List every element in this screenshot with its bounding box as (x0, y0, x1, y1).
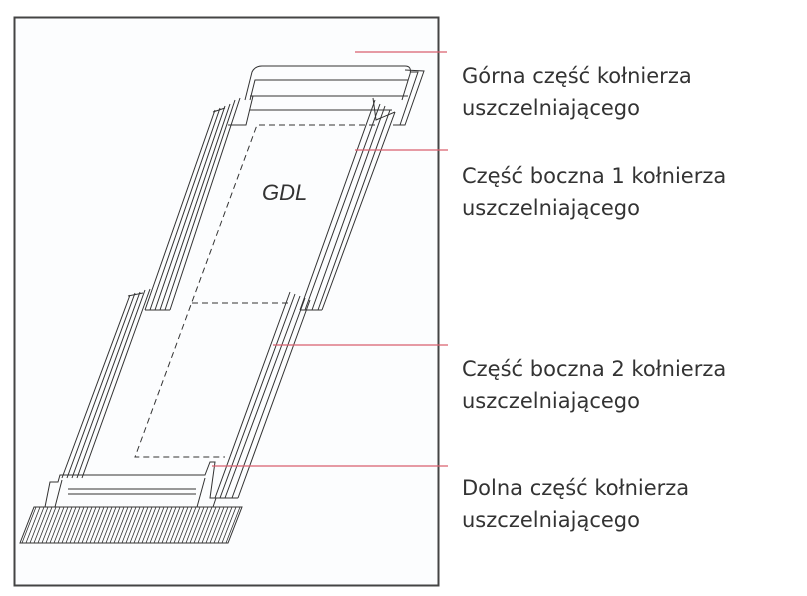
callout-side-1: Część boczna 1 kołnierza uszczelniająceg… (462, 160, 726, 224)
hatch-line (137, 506, 153, 544)
roof-tile-hatching (19, 506, 243, 544)
hatch-line (69, 506, 85, 544)
hatch-line (161, 506, 177, 544)
hatch-line (81, 506, 97, 544)
top-flashing-part (228, 65, 425, 126)
hatch-line (49, 506, 65, 544)
hatch-lines (21, 506, 241, 544)
hatch-line (89, 506, 105, 544)
hatch-line (153, 506, 169, 544)
side-flashing-part-right-1 (299, 97, 396, 311)
hatch-line (121, 506, 137, 544)
hatch-line (165, 506, 181, 544)
hatch-line (221, 506, 237, 544)
hatch-line (25, 506, 41, 544)
hatch-line (65, 506, 81, 544)
product-label: GDL (262, 180, 308, 205)
hatch-line (197, 506, 213, 544)
drawing-frame (13, 16, 440, 587)
hatch-line (157, 506, 173, 544)
hatch-line (145, 506, 161, 544)
hatch-line (73, 506, 89, 544)
hatch-line (117, 506, 133, 544)
hatch-line (209, 506, 225, 544)
hatch-line (129, 506, 145, 544)
hatch-line (185, 506, 201, 544)
hatch-line (21, 506, 37, 544)
hatch-line (53, 506, 69, 544)
callout-text: Dolna część kołnierza (462, 476, 690, 500)
hatch-line (37, 506, 53, 544)
side-flashing-part-left-lower (61, 288, 151, 479)
glazing-outline (134, 124, 375, 458)
hatch-line (141, 506, 157, 544)
hatch-line (225, 506, 241, 544)
hatch-line (85, 506, 101, 544)
hatch-line (173, 506, 189, 544)
hatch-line (77, 506, 93, 544)
hatch-line (181, 506, 197, 544)
hatch-line (201, 506, 217, 544)
hatch-line (97, 506, 113, 544)
hatch-line (45, 506, 61, 544)
hatch-line (41, 506, 57, 544)
callout-text: uszczelniającego (462, 508, 640, 532)
hatch-line (205, 506, 221, 544)
callout-text: uszczelniającego (462, 96, 640, 120)
callout-side-2: Część boczna 2 kołnierza uszczelniająceg… (462, 353, 726, 417)
callout-text: Część boczna 1 kołnierza (462, 164, 727, 188)
callout-top: Górna część kołnierza uszczelniającego (462, 60, 692, 124)
hatch-line (93, 506, 109, 544)
callout-text: uszczelniającego (462, 196, 640, 220)
hatch-line (217, 506, 233, 544)
hatch-line (105, 506, 121, 544)
hatch-line (169, 506, 185, 544)
callout-bottom: Dolna część kołnierza uszczelniającego (462, 472, 689, 536)
hatch-line (133, 506, 149, 544)
hatch-line (177, 506, 193, 544)
callout-text: Górna część kołnierza (462, 64, 692, 88)
hatch-line (213, 506, 229, 544)
hatch-line (189, 506, 205, 544)
callout-text: Część boczna 2 kołnierza (462, 357, 727, 381)
hatch-line (33, 506, 49, 544)
hatch-line (109, 506, 125, 544)
hatch-line (149, 506, 165, 544)
bottom-flashing-part (19, 461, 243, 544)
hatch-line (61, 506, 77, 544)
hatch-line (125, 506, 141, 544)
hatch-line (57, 506, 73, 544)
hatch-line (193, 506, 209, 544)
hatch-line (113, 506, 129, 544)
callout-text: uszczelniającego (462, 389, 640, 413)
side-flashing-part-right-2 (214, 291, 311, 499)
hatch-line (29, 506, 45, 544)
leader-lines (212, 51, 448, 467)
side-flashing-part-left-upper (144, 97, 241, 311)
hatch-line (101, 506, 117, 544)
